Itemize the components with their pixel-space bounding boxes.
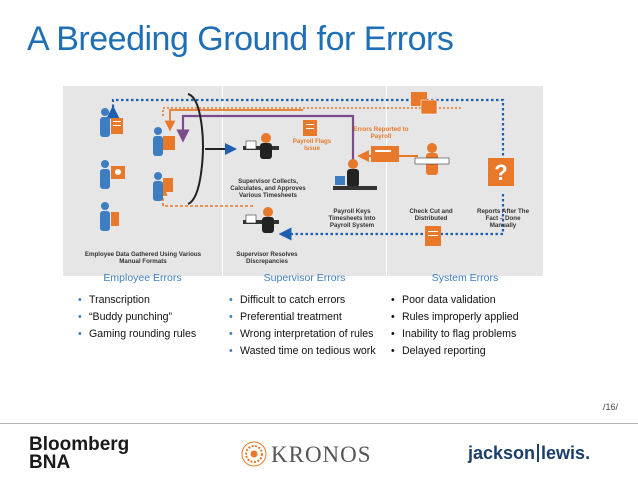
check-distributor-icon <box>414 143 450 175</box>
bracket <box>187 93 205 205</box>
list-item: Wrong interpretation of rules <box>229 327 379 341</box>
employee-person-icon <box>100 108 123 137</box>
employee-person-icon <box>153 127 175 156</box>
list-item: Poor data validation <box>391 293 541 307</box>
dotted-loop-top <box>106 98 505 156</box>
footer-divider <box>0 423 638 424</box>
caption-supervisor-collects: Supervisor Collects, Calculates, and App… <box>230 178 306 199</box>
supervisor-collects-icon <box>243 133 279 159</box>
payroll-clerk-icon <box>333 159 377 190</box>
bloomberg-bna-logo: Bloomberg BNA <box>29 434 130 473</box>
employee-person-icon <box>100 160 125 189</box>
supervisor-resolves-icon <box>243 207 279 233</box>
page-number: /16/ <box>602 402 618 412</box>
orange-top-line <box>164 109 303 132</box>
supervisor-error-list: Difficult to catch errors Preferential t… <box>229 293 379 361</box>
caption-errors-reported: Errors Reported to Payroll <box>353 126 409 140</box>
employee-panel <box>63 86 222 276</box>
purple-flag-line <box>176 114 355 164</box>
jackson-text: jackson <box>468 443 536 463</box>
list-item: Preferential treatment <box>229 310 379 324</box>
caption-payroll-flags: Payroll Flags Issue <box>292 138 332 152</box>
orange-dotted <box>162 107 463 116</box>
header-supervisor-errors: Supervisor Errors <box>263 272 346 284</box>
employee-person-icon <box>100 202 119 231</box>
caption-employee-data: Employee Data Gathered Using Various Man… <box>84 251 202 265</box>
header-employee-errors: Employee Errors <box>103 272 182 284</box>
bloomberg-text: Bloomberg <box>29 434 130 455</box>
caption-check-cut: Check Cut and Distributed <box>409 208 453 222</box>
slide-title: A Breeding Ground for Errors <box>27 20 454 58</box>
employee-error-list: Transcription “Buddy punching” Gaming ro… <box>78 293 218 344</box>
list-item: Inability to flag problems <box>391 327 541 341</box>
diagram-graphics: ? <box>100 92 514 246</box>
bna-text: BNA <box>29 452 71 473</box>
kronos-logo-text: KRONOS <box>271 442 372 467</box>
lewis-text: lewis. <box>541 443 591 463</box>
process-diagram: ? Payroll Flags Issue Errors Reported to… <box>63 86 543 276</box>
list-item: Transcription <box>78 293 218 307</box>
dotted-loop-bottom <box>278 194 505 241</box>
list-item: Delayed reporting <box>391 344 541 358</box>
caption-supervisor-resolves: Supervisor Resolves Discrepancies <box>236 251 298 265</box>
check-doc-icon <box>425 226 441 246</box>
logo-divider <box>537 444 540 462</box>
payroll-doc-icon <box>303 120 317 136</box>
caption-payroll-keys: Payroll Keys Timesheets Into Payroll Sys… <box>328 208 376 229</box>
list-item: “Buddy punching” <box>78 310 218 324</box>
caption-reports-after: Reports After The Fact – Done Manually <box>476 208 530 229</box>
list-item: Difficult to catch errors <box>229 293 379 307</box>
system-doc-icon <box>411 92 438 115</box>
system-error-list: Poor data validation Rules improperly ap… <box>391 293 541 361</box>
list-item: Gaming rounding rules <box>78 327 218 341</box>
kronos-logo-icon <box>241 441 267 467</box>
svg-text:?: ? <box>494 160 507 185</box>
employee-person-icon <box>153 172 173 201</box>
list-item: Wasted time on tedious work <box>229 344 379 358</box>
list-item: Rules improperly applied <box>391 310 541 324</box>
error-report-icon <box>371 146 399 162</box>
header-system-errors: System Errors <box>431 272 499 284</box>
question-mark-icon: ? <box>488 158 514 186</box>
system-panel <box>387 86 543 276</box>
